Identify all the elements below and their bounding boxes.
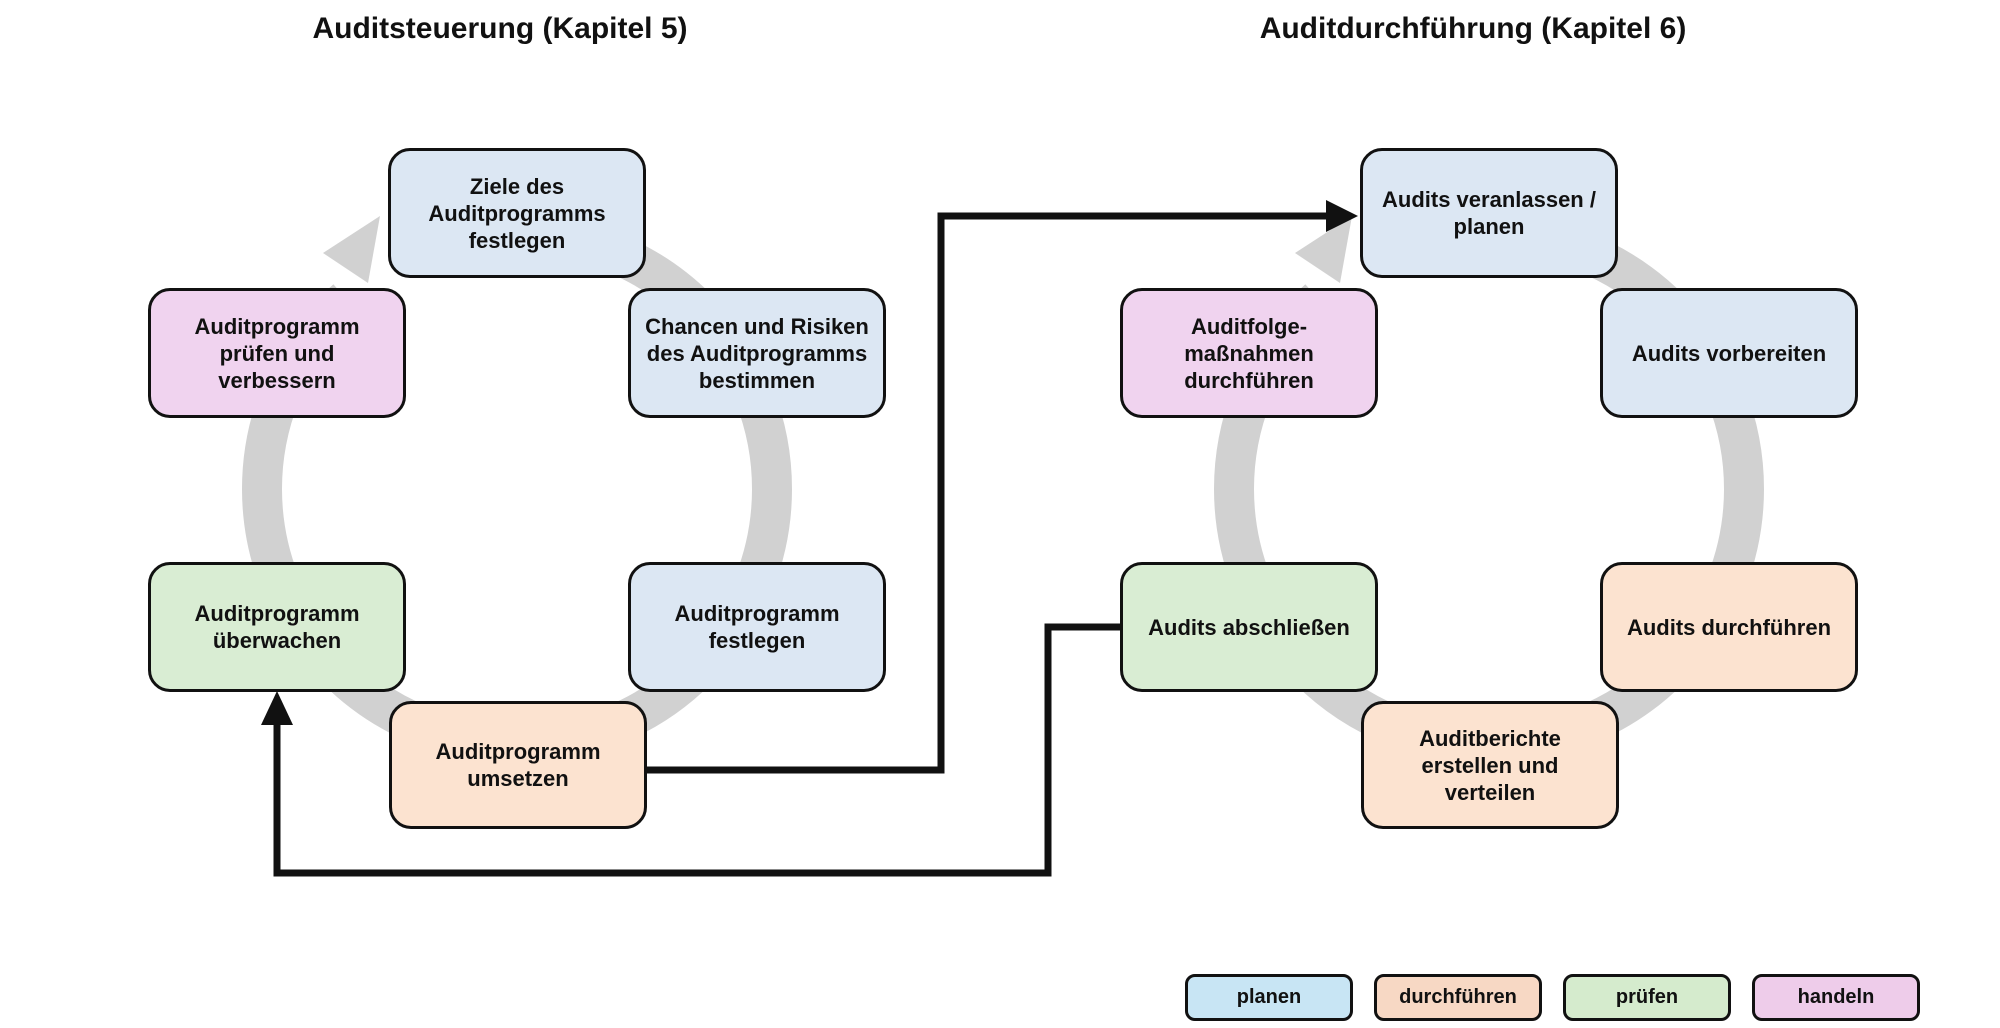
node-chancen-und-risiken-bestimmen: Chancen und Risiken des Auditprogramms b…: [628, 288, 886, 418]
legend-item-pruefen: prüfen: [1563, 974, 1731, 1021]
node-line: erstellen und: [1421, 752, 1559, 778]
connector-line: [645, 212, 1340, 774]
connector-line: [273, 623, 1120, 877]
node-line: maßnahmen: [1184, 340, 1314, 366]
connector-umsetzen-to-veranlassen: [645, 200, 1358, 774]
legend-item-planen: planen: [1185, 974, 1353, 1021]
node-auditprogramm-umsetzen: Auditprogramm umsetzen: [389, 701, 647, 829]
node-auditprogramm-festlegen: Auditprogramm festlegen: [628, 562, 886, 692]
node-audits-veranlassen-planen: Audits veranlassen / planen: [1360, 148, 1618, 278]
connector-arrowhead-icon: [1326, 200, 1358, 232]
connector-arrowhead-icon: [261, 691, 293, 725]
ring-arrowhead-icon: [1295, 216, 1352, 283]
ring-arrowhead-icon: [323, 216, 380, 283]
node-line: umsetzen: [467, 766, 569, 791]
node-line: durchführen: [1184, 367, 1314, 393]
node-line: festlegen: [708, 628, 806, 653]
node-line: Audits vorbereiten: [1631, 340, 1827, 366]
node-auditfolgemassnahmen-durchfuehren: Auditfolge- maßnahmen durchführen: [1120, 288, 1378, 418]
node-audits-vorbereiten: Audits vorbereiten: [1600, 288, 1858, 418]
node-line: Auditberichte: [1419, 725, 1561, 751]
node-line: Auditfolge-: [1190, 313, 1308, 339]
node-line: Audits veranlassen /: [1382, 187, 1596, 212]
node-line: verteilen: [1444, 779, 1536, 805]
node-line: Audits abschließen: [1148, 614, 1350, 640]
cycle-title-auditdurchfuehrung: Auditdurchführung (Kapitel 6): [1259, 12, 1687, 45]
node-auditberichte-erstellen-und-verteilen: Auditberichte erstellen und verteilen: [1361, 701, 1619, 829]
connector-abschliessen-to-ueberwachen: [261, 623, 1120, 877]
node-auditprogramm-ueberwachen: Auditprogramm überwachen: [148, 562, 406, 692]
legend-item-durchfuehren: durchführen: [1374, 974, 1542, 1021]
node-line: Auditprogramm: [435, 739, 601, 764]
node-line: Ziele des: [469, 173, 565, 199]
node-line: Chancen und Risiken: [645, 313, 869, 339]
node-line: Audits durchführen: [1626, 614, 1832, 640]
node-line: überwachen: [212, 628, 342, 653]
node-audits-durchfuehren: Audits durchführen: [1600, 562, 1858, 692]
node-line: des Auditprogramms: [646, 340, 868, 366]
node-line: prüfen und: [219, 340, 335, 366]
node-ziele-des-auditprogramms-festlegen: Ziele des Auditprogramms festlegen: [388, 148, 646, 278]
node-line: festlegen: [468, 227, 566, 253]
legend-item-handeln: handeln: [1752, 974, 1920, 1021]
node-line: Auditprogramm: [674, 601, 840, 626]
node-line: planen: [1453, 214, 1525, 239]
node-line: verbessern: [218, 367, 336, 393]
node-line: bestimmen: [698, 367, 816, 393]
node-line: Auditprogramms: [428, 200, 606, 226]
node-auditprogramm-pruefen-und-verbessern: Auditprogramm prüfen und verbessern: [148, 288, 406, 418]
node-line: Auditprogramm: [194, 601, 360, 626]
node-audits-abschliessen: Audits abschließen: [1120, 562, 1378, 692]
node-line: Auditprogramm: [194, 313, 360, 339]
cycle-title-auditsteuerung: Auditsteuerung (Kapitel 5): [312, 12, 688, 45]
